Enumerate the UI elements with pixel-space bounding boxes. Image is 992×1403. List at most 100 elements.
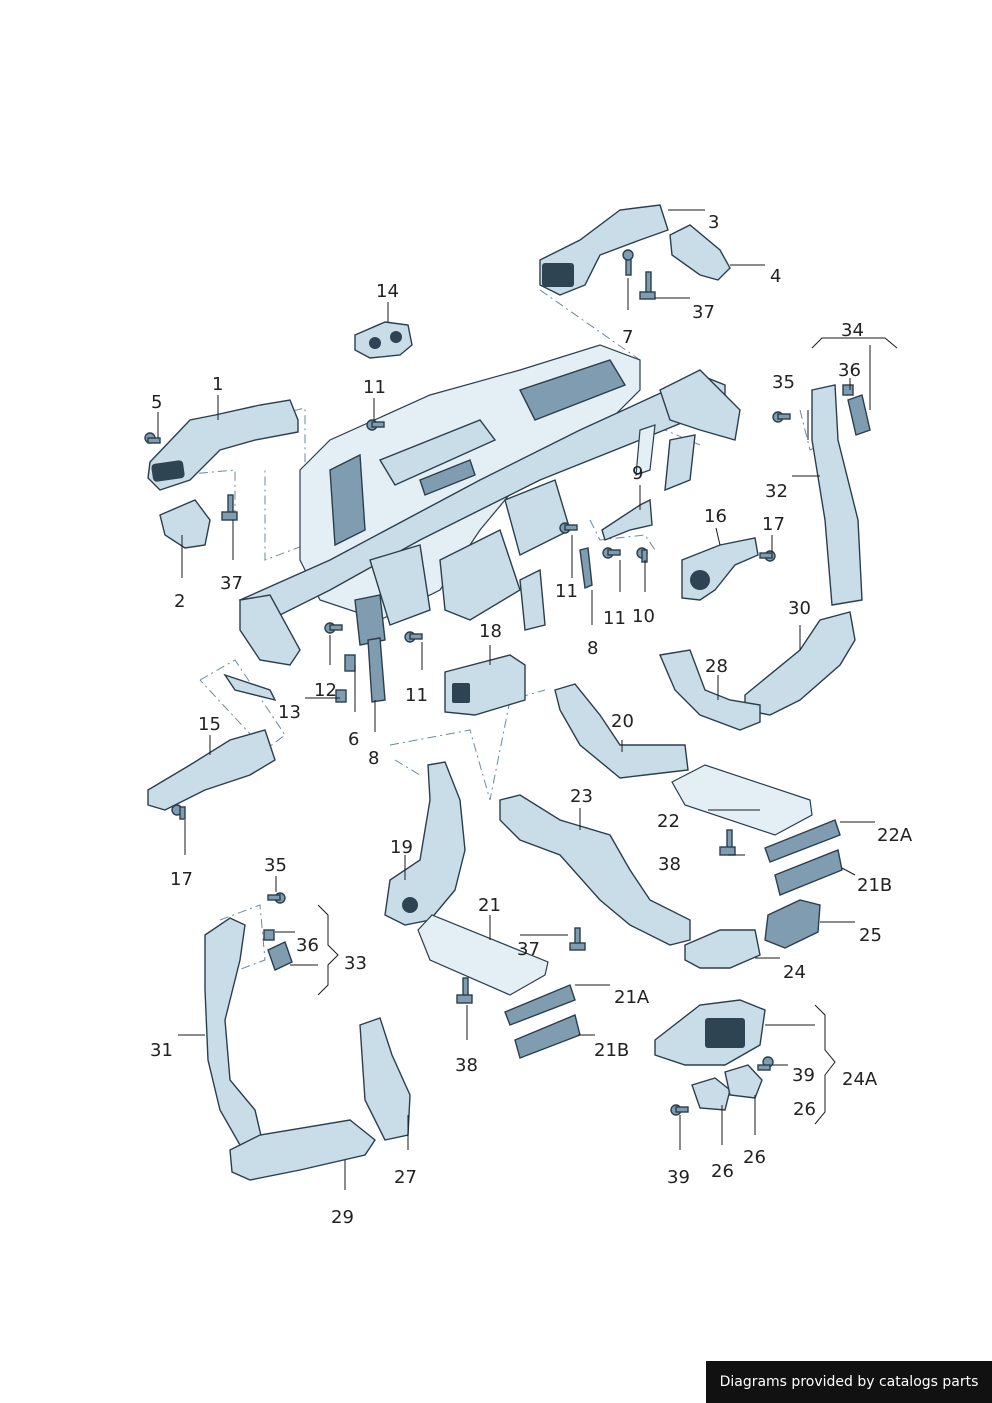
housing-24A <box>654 999 766 1066</box>
callout-19: 19 <box>390 837 413 858</box>
callout-7: 7 <box>622 327 633 348</box>
callout-24A: 24A <box>842 1069 878 1090</box>
callout-34: 34 <box>841 320 864 341</box>
callout-14: 14 <box>376 281 399 302</box>
vent-21B-right <box>774 849 843 896</box>
callout-16: 16 <box>704 506 727 527</box>
callout-25: 25 <box>859 925 882 946</box>
callout-28: 28 <box>705 656 728 677</box>
duct-part-32 <box>811 384 863 606</box>
callout-20: 20 <box>611 711 634 732</box>
callout-21B-right: 21B <box>857 875 892 896</box>
callout-12: 12 <box>314 680 337 701</box>
duct-part-19 <box>384 761 466 926</box>
grommet-14 <box>354 321 413 359</box>
duct-part-31 <box>204 917 263 1146</box>
duct-part-1 <box>147 399 299 491</box>
callout-35-bottom: 35 <box>264 855 287 876</box>
bolt-38-bottom <box>456 977 473 1004</box>
callout-39-bottom: 39 <box>667 1167 690 1188</box>
callout-17-bottom: 17 <box>170 869 193 890</box>
vent-21B <box>514 1014 581 1059</box>
screw-17-top <box>759 550 776 562</box>
callout-4: 4 <box>770 266 781 287</box>
bracket-26-right <box>724 1064 763 1099</box>
callout-9: 9 <box>632 463 643 484</box>
callout-36-top: 36 <box>838 360 861 381</box>
screw-39-top <box>757 1056 774 1071</box>
callout-26-mid: 26 <box>743 1147 766 1168</box>
duct-part-4 <box>669 224 731 281</box>
duct-part-2 <box>159 499 211 549</box>
clip-34 <box>847 394 871 436</box>
clip-6 <box>344 654 356 672</box>
callout-39-right: 39 <box>792 1065 815 1086</box>
callout-29: 29 <box>331 1207 354 1228</box>
callout-22: 22 <box>657 811 680 832</box>
duct-part-3 <box>539 204 669 296</box>
callout-13: 13 <box>278 702 301 723</box>
clip-12 <box>335 689 347 703</box>
duct-part-15 <box>147 729 276 811</box>
vent-21A <box>504 984 576 1026</box>
callout-5: 5 <box>151 392 162 413</box>
callout-22A: 22A <box>877 825 913 846</box>
callout-35-top: 35 <box>772 372 795 393</box>
duct-part-20 <box>554 683 689 779</box>
callout-27: 27 <box>394 1167 417 1188</box>
callout-1: 1 <box>212 374 223 395</box>
screw-5 <box>144 432 161 444</box>
screw-35-top <box>772 411 791 423</box>
callout-11-bottom: 11 <box>405 685 428 706</box>
bolt-37-left <box>221 494 238 521</box>
bracket-26-left <box>691 1077 731 1111</box>
callout-21B: 21B <box>594 1040 629 1061</box>
screw-11-bottom-left <box>324 622 343 634</box>
screw-7 <box>622 249 634 276</box>
duct-part-21 <box>417 914 549 996</box>
callout-11-mid: 11 <box>555 581 578 602</box>
callout-31: 31 <box>150 1040 173 1061</box>
callout-17-top: 17 <box>762 514 785 535</box>
hose-8-bottom <box>367 637 386 703</box>
vent-25 <box>764 899 821 949</box>
duct-part-28 <box>659 649 761 731</box>
screw-10 <box>636 547 648 563</box>
bolt-37-bottom <box>569 927 586 951</box>
callout-38-top: 38 <box>658 854 681 875</box>
attribution-banner: Diagrams provided by catalogs parts <box>706 1361 992 1403</box>
vent-22A <box>764 819 841 863</box>
callout-36-bottom: 36 <box>296 935 319 956</box>
duct-part-18 <box>444 654 526 716</box>
callout-6: 6 <box>348 729 359 750</box>
callout-labels: 1 2 3 4 5 6 7 8 8 9 10 11 11 11 11 12 13… <box>150 212 913 1228</box>
attribution-text: Diagrams provided by catalogs parts <box>719 1374 979 1390</box>
callout-21: 21 <box>478 895 501 916</box>
duct-part-29 <box>229 1119 376 1181</box>
screw-11-mid <box>559 522 578 534</box>
duct-part-23 <box>499 794 691 946</box>
callout-21A: 21A <box>614 987 650 1008</box>
callout-26-left: 26 <box>711 1161 734 1182</box>
screw-35-bottom <box>267 892 286 904</box>
callout-37-left: 37 <box>220 573 243 594</box>
callout-15: 15 <box>198 714 221 735</box>
duct-part-16 <box>681 537 759 601</box>
callout-11-right: 11 <box>603 608 626 629</box>
screw-39-bottom <box>670 1104 689 1116</box>
hose-8-top <box>579 547 593 590</box>
callout-38-bottom: 38 <box>455 1055 478 1076</box>
callout-3: 3 <box>708 212 719 233</box>
callout-37-top: 37 <box>692 302 715 323</box>
callout-26-right: 26 <box>793 1099 816 1120</box>
instrument-panel-carrier <box>223 344 741 702</box>
clip-36-top <box>842 384 854 396</box>
screw-11-bottom <box>404 631 423 643</box>
fasteners <box>144 249 854 1116</box>
callout-24: 24 <box>783 962 806 983</box>
leader-lines <box>157 209 898 1190</box>
callout-37-bottom: 37 <box>517 939 540 960</box>
callout-30: 30 <box>788 598 811 619</box>
callout-10: 10 <box>632 606 655 627</box>
